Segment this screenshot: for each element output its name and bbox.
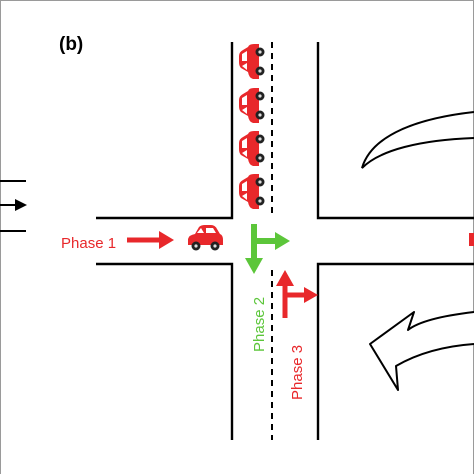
- phase1-arrow-icon: [127, 231, 174, 249]
- phase3-arrow-icon: [276, 270, 318, 318]
- phase3-label: Phase 3: [289, 345, 306, 400]
- queued-car: [239, 88, 265, 123]
- previous-panel-fragment: [0, 180, 27, 232]
- next-panel-fragment: [469, 233, 474, 246]
- road-edges: [96, 42, 474, 440]
- phase2-arrow-icon: [245, 224, 290, 274]
- phase1-label: Phase 1: [61, 235, 116, 252]
- curved-arrow-upper-icon: [361, 111, 474, 169]
- panel-label: (b): [59, 34, 83, 55]
- phase2-label: Phase 2: [251, 297, 268, 352]
- queued-car: [239, 44, 265, 79]
- queued-car: [239, 174, 265, 209]
- queued-cars: [239, 44, 265, 209]
- approach-car: [188, 225, 223, 251]
- queued-car: [239, 131, 265, 166]
- hollow-arrow-lower-icon: [369, 311, 474, 391]
